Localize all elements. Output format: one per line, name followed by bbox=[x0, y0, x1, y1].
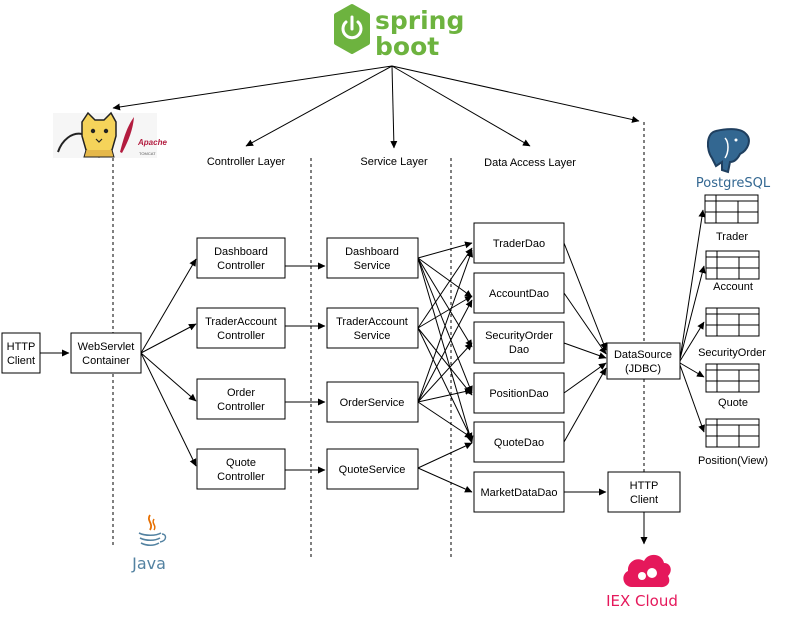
position-view-table: Position(View) bbox=[698, 418, 768, 467]
node-line: TraderAccount bbox=[205, 316, 277, 328]
node-line: Container bbox=[82, 355, 130, 367]
dao-datasource-edges bbox=[563, 242, 648, 545]
boot-word: boot bbox=[375, 32, 439, 61]
node-line: (JDBC) bbox=[625, 363, 661, 375]
node-line: Controller bbox=[217, 401, 265, 413]
webservlet-container-node: WebServlet Container bbox=[70, 332, 142, 374]
table-icon bbox=[705, 250, 760, 280]
node-line: HTTP bbox=[7, 341, 36, 353]
node-line: TraderAccount bbox=[336, 316, 408, 328]
table-icon bbox=[705, 363, 760, 393]
node-line: Client bbox=[7, 355, 35, 367]
node-line: Service bbox=[354, 260, 391, 272]
trader-table: Trader bbox=[704, 194, 759, 243]
table-label: Trader bbox=[716, 231, 748, 243]
traderaccount-service-node: TraderAccount Service bbox=[326, 307, 419, 349]
node-line: TraderDao bbox=[493, 238, 545, 250]
http-client-left-node: HTTP Client bbox=[1, 332, 41, 374]
spring-boot-logo: spring boot bbox=[334, 4, 464, 61]
dashboard-service-node: Dashboard Service bbox=[326, 237, 419, 279]
node-line: Dashboard bbox=[345, 246, 399, 258]
datasource-node: DataSource (JDBC) bbox=[606, 342, 681, 380]
node-line: Service bbox=[354, 330, 391, 342]
node-line: Client bbox=[630, 494, 658, 506]
order-service-node: OrderService bbox=[326, 381, 419, 423]
node-line: AccountDao bbox=[489, 288, 549, 300]
quote-controller-node: Quote Controller bbox=[196, 448, 286, 490]
table-icon bbox=[705, 307, 760, 337]
position-dao-node: PositionDao bbox=[473, 372, 565, 414]
quote-table: Quote bbox=[705, 363, 760, 409]
account-dao-node: AccountDao bbox=[473, 272, 565, 314]
node-line: QuoteService bbox=[339, 464, 406, 476]
node-line: Quote bbox=[226, 457, 256, 469]
table-icon bbox=[705, 418, 760, 448]
node-line: Controller bbox=[217, 471, 265, 483]
traderaccount-controller-node: TraderAccount Controller bbox=[196, 307, 286, 349]
node-line: HTTP bbox=[630, 480, 659, 492]
node-line: Dashboard bbox=[214, 246, 268, 258]
securityorder-dao-node: SecurityOrder Dao bbox=[473, 321, 565, 364]
java-cup-icon bbox=[138, 514, 167, 547]
java-word: Java bbox=[131, 554, 166, 573]
table-label: Position(View) bbox=[698, 455, 768, 467]
apache-tomcat-logo: Apache TOMCAT bbox=[53, 111, 167, 158]
service-dao-edges bbox=[417, 241, 474, 493]
postgresql-logo: PostgreSQL bbox=[696, 128, 771, 191]
quote-dao-node: QuoteDao bbox=[473, 421, 565, 463]
tomcat-word: TOMCAT bbox=[139, 151, 156, 156]
quote-service-node: QuoteService bbox=[326, 448, 419, 490]
node-line: Order bbox=[227, 387, 255, 399]
node-line: SecurityOrder bbox=[485, 330, 553, 342]
table-label: SecurityOrder bbox=[698, 347, 766, 359]
iex-cloud-word: IEX Cloud bbox=[606, 592, 678, 610]
service-layer-label: Service Layer bbox=[360, 156, 428, 168]
java-logo: Java bbox=[131, 514, 167, 573]
node-line: Controller bbox=[217, 260, 265, 272]
apache-feather-icon bbox=[120, 117, 134, 153]
trader-dao-node: TraderDao bbox=[473, 222, 565, 264]
request-edges bbox=[40, 258, 326, 474]
node-line: PositionDao bbox=[489, 388, 548, 400]
datasource-table-edges bbox=[679, 209, 706, 433]
postgresql-word: PostgreSQL bbox=[696, 176, 771, 191]
spring-word: spring bbox=[375, 6, 464, 35]
marketdata-dao-node: MarketDataDao bbox=[473, 471, 565, 513]
iex-cloud-logo: IEX Cloud bbox=[606, 554, 678, 610]
node-line: QuoteDao bbox=[494, 437, 544, 449]
node-line: MarketDataDao bbox=[480, 487, 557, 499]
order-controller-node: Order Controller bbox=[196, 378, 286, 420]
tomcat-cat-icon bbox=[57, 111, 117, 158]
table-label: Quote bbox=[718, 397, 748, 409]
table-icon bbox=[704, 194, 759, 224]
apache-word: Apache bbox=[137, 138, 167, 147]
node-line: OrderService bbox=[340, 397, 405, 409]
node-line: WebServlet bbox=[78, 341, 135, 353]
data-access-layer-label: Data Access Layer bbox=[484, 157, 576, 169]
node-line: Dao bbox=[509, 344, 529, 356]
account-table: Account bbox=[705, 250, 760, 293]
node-line: DataSource bbox=[614, 349, 672, 361]
node-line: Controller bbox=[217, 330, 265, 342]
spring-boot-arrows bbox=[112, 65, 640, 149]
controller-layer-label: Controller Layer bbox=[207, 156, 286, 168]
table-label: Account bbox=[713, 281, 753, 293]
http-client-right-node: HTTP Client bbox=[607, 471, 681, 513]
securityorder-table: SecurityOrder bbox=[698, 307, 766, 359]
cloud-icon bbox=[623, 554, 671, 588]
dashboard-controller-node: Dashboard Controller bbox=[196, 237, 286, 279]
elephant-icon bbox=[706, 128, 750, 174]
